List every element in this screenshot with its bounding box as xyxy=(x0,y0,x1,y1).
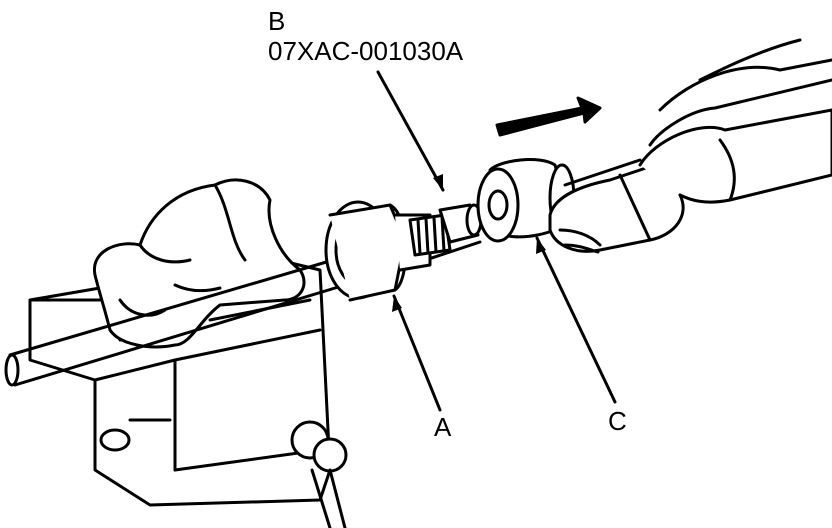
leader-line-b xyxy=(376,70,445,192)
leader-line-c xyxy=(535,236,617,404)
leader-arrowhead-c xyxy=(536,238,546,254)
callout-a-letter: A xyxy=(434,412,452,442)
cv-joint-a xyxy=(324,200,432,302)
bench-vise xyxy=(28,256,348,528)
callout-c-letter: C xyxy=(608,406,627,436)
splined-shaft xyxy=(408,213,452,257)
leader-arrowhead-a xyxy=(392,296,402,312)
leader-arrowhead-b xyxy=(433,174,443,190)
leader-line-a xyxy=(392,294,442,412)
shop-rag xyxy=(93,178,306,349)
callout-b-letter: B xyxy=(268,6,286,36)
gloved-hand xyxy=(548,38,832,254)
vise-handle xyxy=(290,420,348,528)
callout-b-part-number: 07XAC-001030A xyxy=(268,36,464,66)
direction-arrow xyxy=(495,96,602,137)
